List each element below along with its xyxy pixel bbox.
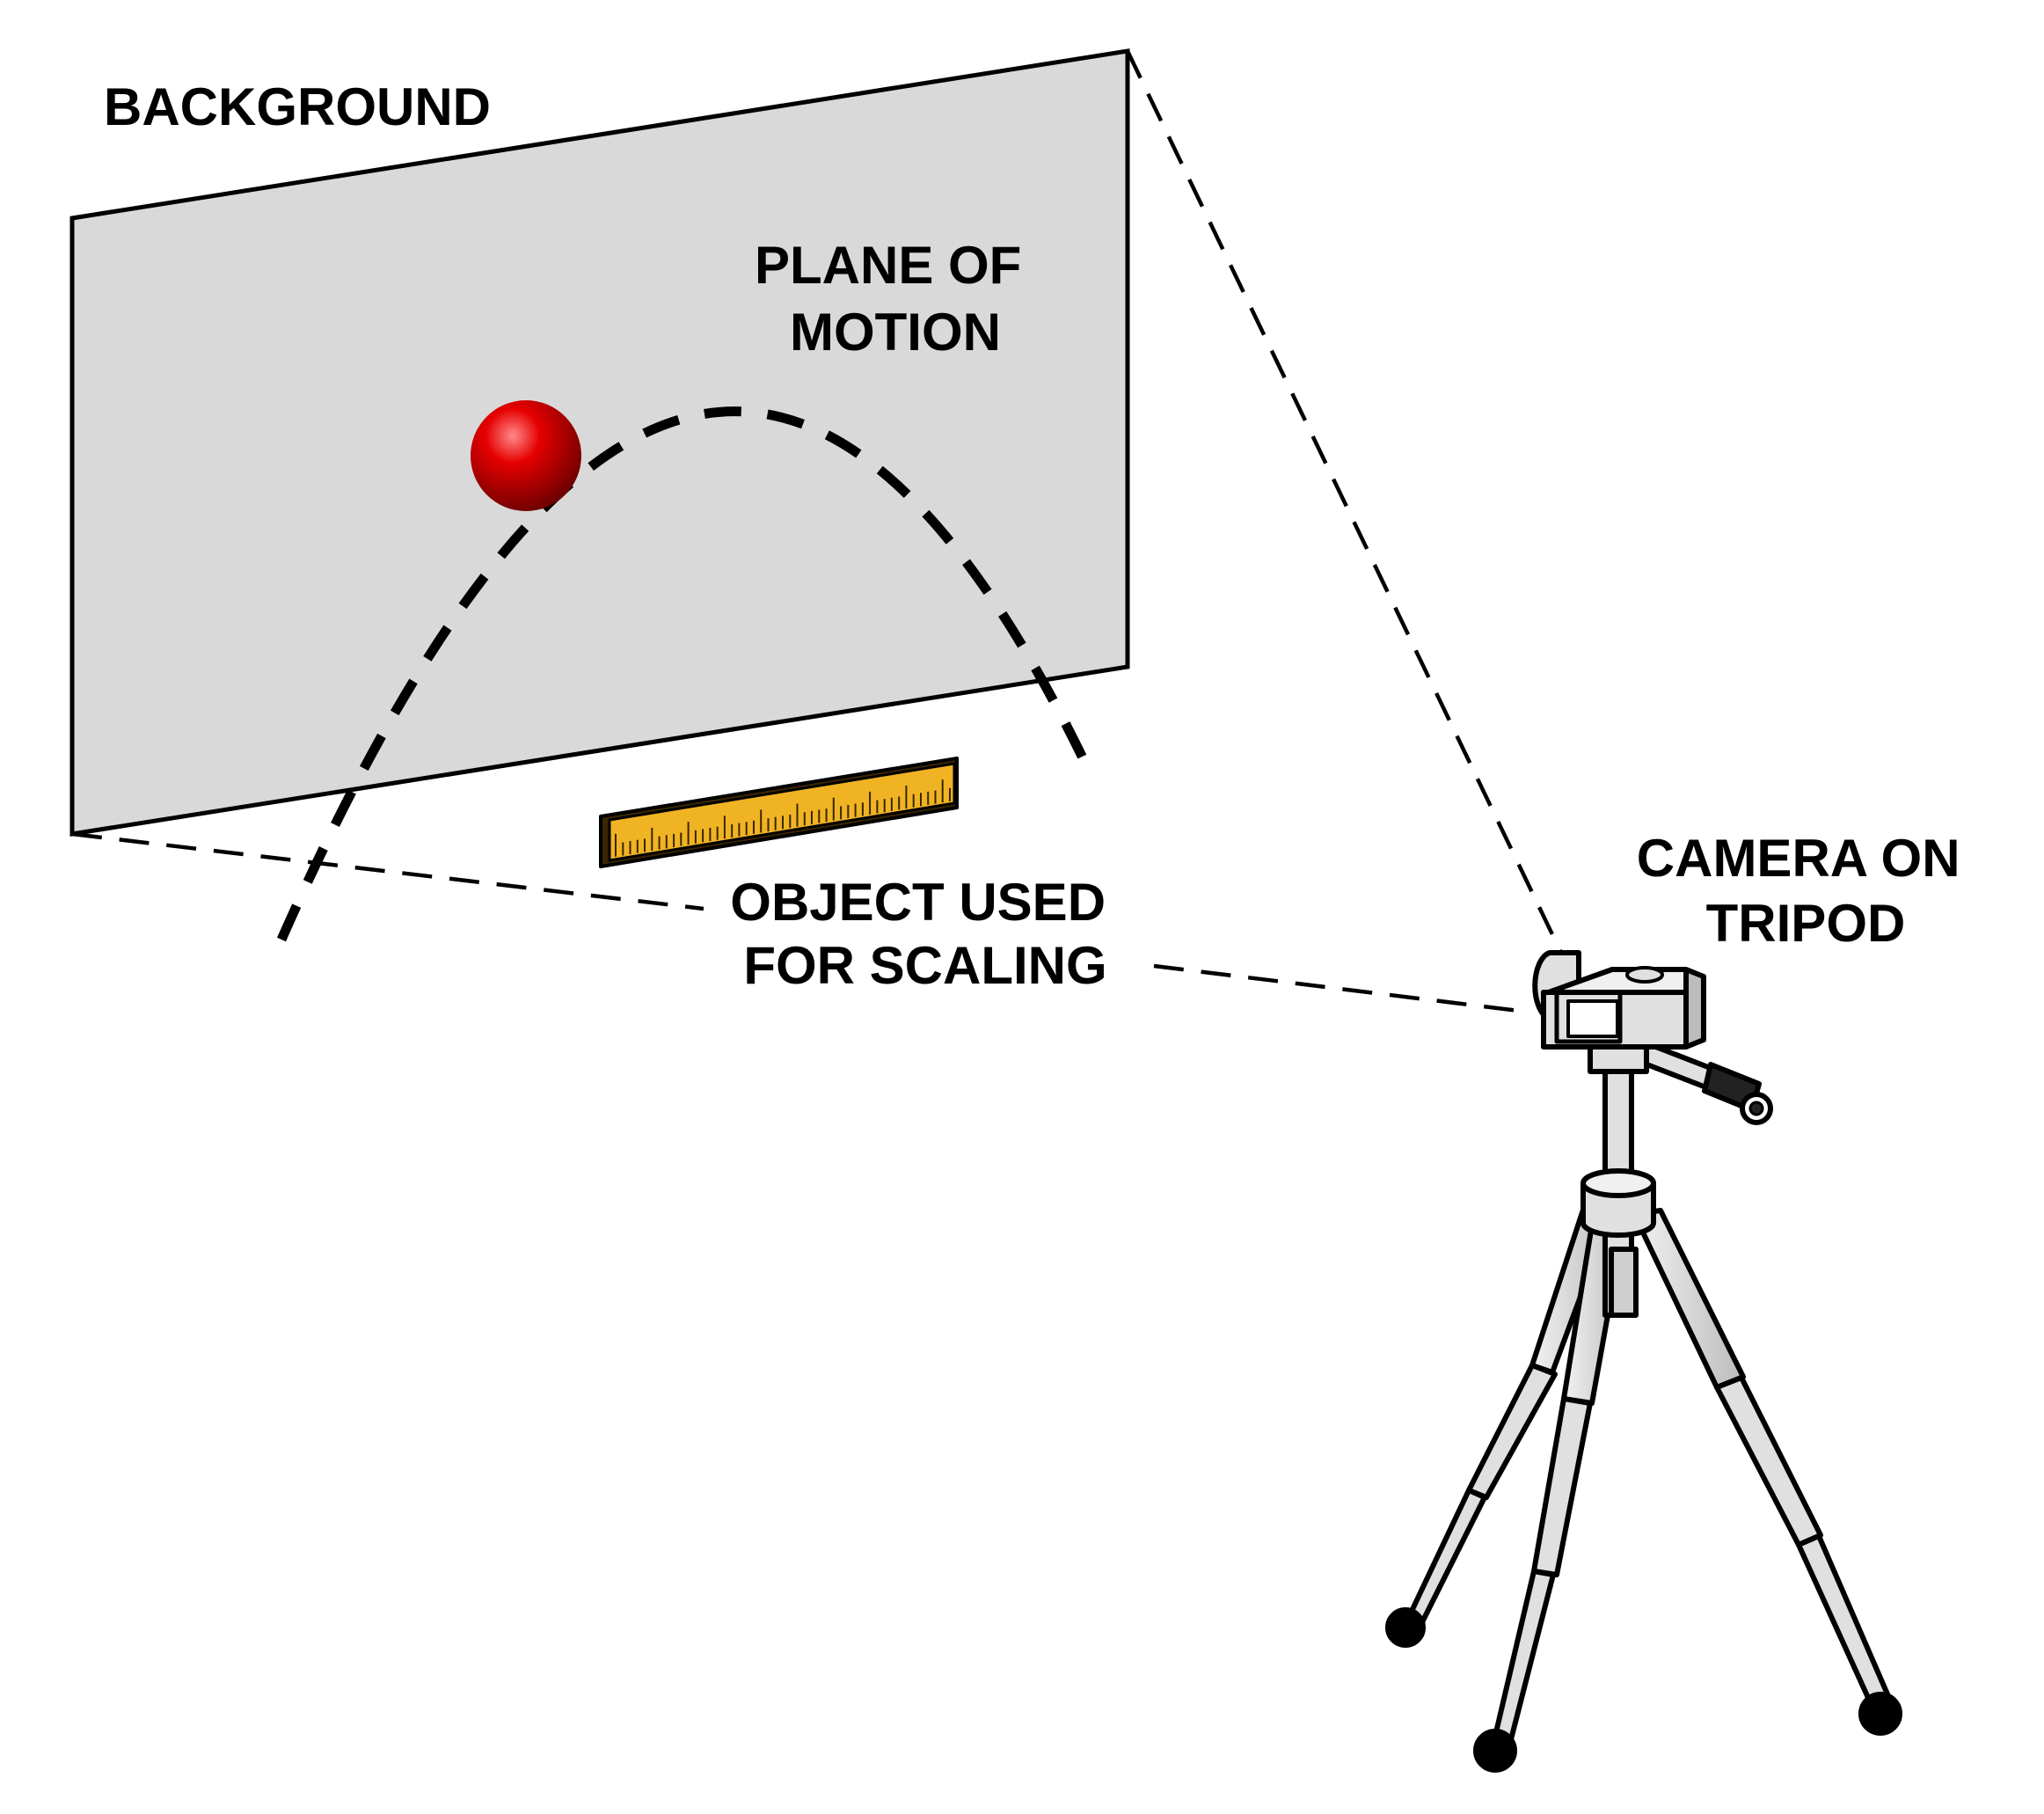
camera-field-of-view-lines (71, 50, 1564, 1014)
label-plane-of-motion-line2: MOTION (790, 303, 1001, 362)
trajectory-path (276, 406, 1095, 942)
tripod (1385, 1037, 1902, 1773)
camera (1532, 950, 1706, 1074)
label-camera-line1: CAMERA ON (1637, 829, 1960, 888)
label-object-used-for-scaling: OBJECT USED FOR SCALING (730, 873, 1120, 995)
ruler-ticks (615, 779, 951, 857)
label-plane-of-motion: PLANE OF MOTION (755, 236, 1036, 362)
label-plane-of-motion-line1: PLANE OF (755, 236, 1021, 295)
red-ball (471, 400, 581, 511)
label-camera-line2: TRIPOD (1706, 894, 1906, 953)
scaling-ruler (599, 757, 959, 868)
label-scaling-line1: OBJECT USED (730, 873, 1106, 932)
label-background: BACKGROUND (104, 77, 491, 136)
label-scaling-line2: FOR SCALING (743, 936, 1106, 995)
label-camera-on-tripod: CAMERA ON TRIPOD (1637, 829, 1975, 953)
background-panel (69, 48, 1130, 837)
